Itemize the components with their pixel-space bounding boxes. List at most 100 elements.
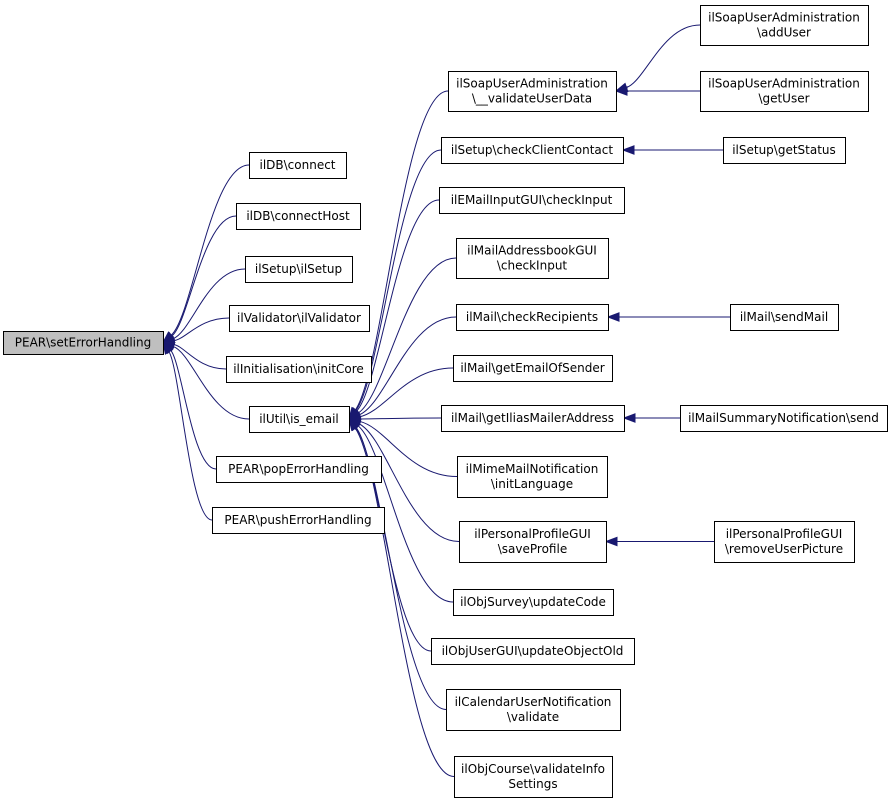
node-connect-label-0: ilDB\connect [259,158,335,172]
node-save-profile-box [459,521,607,563]
node-check-client-contact-label-0: ilSetup\checkClientContact [451,143,613,157]
edge-add-user-to-validate-user-data [614,24,701,92]
node-root-box [3,331,164,355]
nodes-layer: PEAR\setErrorHandling ilDB\connect ilDB\co… [3,5,888,798]
node-remove-user-picture-box [714,521,855,563]
node-addressbook-check-input-label-0: ilMailAddressbookGUI [467,244,597,258]
node-add-user-box [700,5,869,46]
edge-remove-user-picture-to-save-profile [604,536,715,547]
node-root[interactable]: PEAR\setErrorHandling [3,331,164,355]
node-add-user-label-0: ilSoapUserAdministration [708,11,860,25]
node-calendar-validate-label-1: \validate [507,710,559,724]
node-check-client-contact[interactable]: ilSetup\checkClientContact [441,137,624,164]
edge-pop-error-handling-to-root [162,341,217,470]
node-save-profile-label-0: ilPersonalProfileGUI [474,527,591,541]
node-calendar-validate-box [446,689,621,731]
node-send-mail-label-0: ilMail\sendMail [740,310,828,324]
edge-push-error-handling-to-root [162,341,213,521]
node-get-email-of-sender-box [453,355,613,382]
node-get-user-label-0: ilSoapUserAdministration [708,77,860,91]
node-il-validator-label-0: ilValidator\ilValidator [237,311,361,325]
node-get-user[interactable]: ilSoapUserAdministration\getUser [700,71,869,112]
node-summary-send-label-0: ilMailSummaryNotification\send [688,411,879,425]
node-push-error-handling[interactable]: PEAR\pushErrorHandling [212,507,385,534]
node-email-check-input-box [439,187,625,214]
node-get-user-label-1: \getUser [758,92,809,106]
edge-summary-send-to-get-ilias-mailer-address [622,413,680,423]
node-validate-user-data-label-0: ilSoapUserAdministration [456,77,608,91]
node-check-recipients[interactable]: ilMail\checkRecipients [456,304,609,331]
node-save-profile[interactable]: ilPersonalProfileGUI\saveProfile [459,521,607,563]
node-summary-send-box [680,405,888,432]
node-summary-send[interactable]: ilMailSummaryNotification\send [680,405,888,432]
edge-connect-host-to-root [161,215,237,344]
node-il-validator[interactable]: ilValidator\ilValidator [229,305,370,332]
node-connect[interactable]: ilDB\connect [249,152,347,179]
node-validate-info-settings-label-1: Settings [508,777,557,791]
node-check-recipients-label-0: ilMail\checkRecipients [466,310,598,324]
node-calendar-validate-label-0: ilCalendarUserNotification [455,695,612,709]
node-send-mail[interactable]: ilMail\sendMail [730,304,839,331]
node-get-email-of-sender-label-0: ilMail\getEmailOfSender [460,361,604,375]
node-update-code-label-0: ilObjSurvey\updateCode [460,595,606,609]
node-get-status-box [723,137,846,164]
node-connect-host-box [236,203,361,230]
node-connect-host-label-0: ilDB\connectHost [246,209,350,223]
edge-send-mail-to-check-recipients [606,312,730,322]
node-get-ilias-mailer-address-label-0: ilMail\getIliasMailerAddress [451,411,614,425]
node-get-ilias-mailer-address-box [441,405,625,432]
node-pop-error-handling-box [216,456,382,483]
node-remove-user-picture[interactable]: ilPersonalProfileGUI\removeUserPicture [714,521,855,563]
node-remove-user-picture-label-1: \removeUserPicture [725,542,843,556]
node-is-email-label-0: ilUtil\is_email [259,412,339,426]
node-pop-error-handling-label-0: PEAR\popErrorHandling [228,462,369,476]
node-root-label-0: PEAR\setErrorHandling [15,336,152,350]
node-init-core[interactable]: ilInitialisation\initCore [226,356,372,383]
node-init-core-label-0: ilInitialisation\initCore [233,362,364,376]
node-il-validator-box [229,305,370,332]
node-connect-host[interactable]: ilDB\connectHost [236,203,361,230]
node-pop-error-handling[interactable]: PEAR\popErrorHandling [216,456,382,483]
node-init-language[interactable]: ilMimeMailNotification\initLanguage [457,456,608,498]
node-is-email[interactable]: ilUtil\is_email [249,406,350,433]
node-il-setup-box [245,256,353,283]
node-check-recipients-box [456,304,609,331]
node-update-object-old-box [431,638,635,665]
node-validate-info-settings-label-0: ilObjCourse\validateInfo [461,762,605,776]
node-init-core-box [226,356,372,383]
node-add-user-label-1: \addUser [757,26,811,40]
node-validate-user-data[interactable]: ilSoapUserAdministration\__validateUserD… [448,71,617,112]
node-push-error-handling-label-0: PEAR\pushErrorHandling [224,513,371,527]
node-add-user[interactable]: ilSoapUserAdministration\addUser [700,5,869,46]
node-get-email-of-sender[interactable]: ilMail\getEmailOfSender [453,355,613,382]
node-init-language-box [457,456,608,498]
node-send-mail-box [730,304,839,331]
node-get-status-label-0: ilSetup\getStatus [732,143,836,157]
node-calendar-validate[interactable]: ilCalendarUserNotification\validate [446,689,621,731]
node-update-object-old-label-0: ilObjUserGUI\updateObjectOld [442,644,624,658]
node-push-error-handling-box [212,507,385,534]
node-il-setup[interactable]: ilSetup\ilSetup [245,256,353,283]
node-addressbook-check-input-label-1: \checkInput [497,259,568,273]
node-update-object-old[interactable]: ilObjUserGUI\updateObjectOld [431,638,635,665]
node-validate-user-data-box [448,71,617,112]
node-check-client-contact-box [441,137,624,164]
node-email-check-input[interactable]: ilEMailInputGUI\checkInput [439,187,625,214]
node-get-user-box [700,71,869,112]
node-update-code-box [453,589,614,616]
node-save-profile-label-1: \saveProfile [498,542,567,556]
node-addressbook-check-input-box [456,238,609,279]
node-init-language-label-1: \initLanguage [491,477,573,491]
node-validate-info-settings-box [454,756,613,798]
node-remove-user-picture-label-0: ilPersonalProfileGUI [726,527,843,541]
node-connect-box [249,152,347,179]
edges-layer [161,24,730,777]
node-email-check-input-label-0: ilEMailInputGUI\checkInput [451,193,613,207]
edge-get-user-to-validate-user-data [614,86,700,96]
node-addressbook-check-input[interactable]: ilMailAddressbookGUI\checkInput [456,238,609,279]
node-get-status[interactable]: ilSetup\getStatus [723,137,846,164]
node-get-ilias-mailer-address[interactable]: ilMail\getIliasMailerAddress [441,405,625,432]
node-update-code[interactable]: ilObjSurvey\updateCode [453,589,614,616]
